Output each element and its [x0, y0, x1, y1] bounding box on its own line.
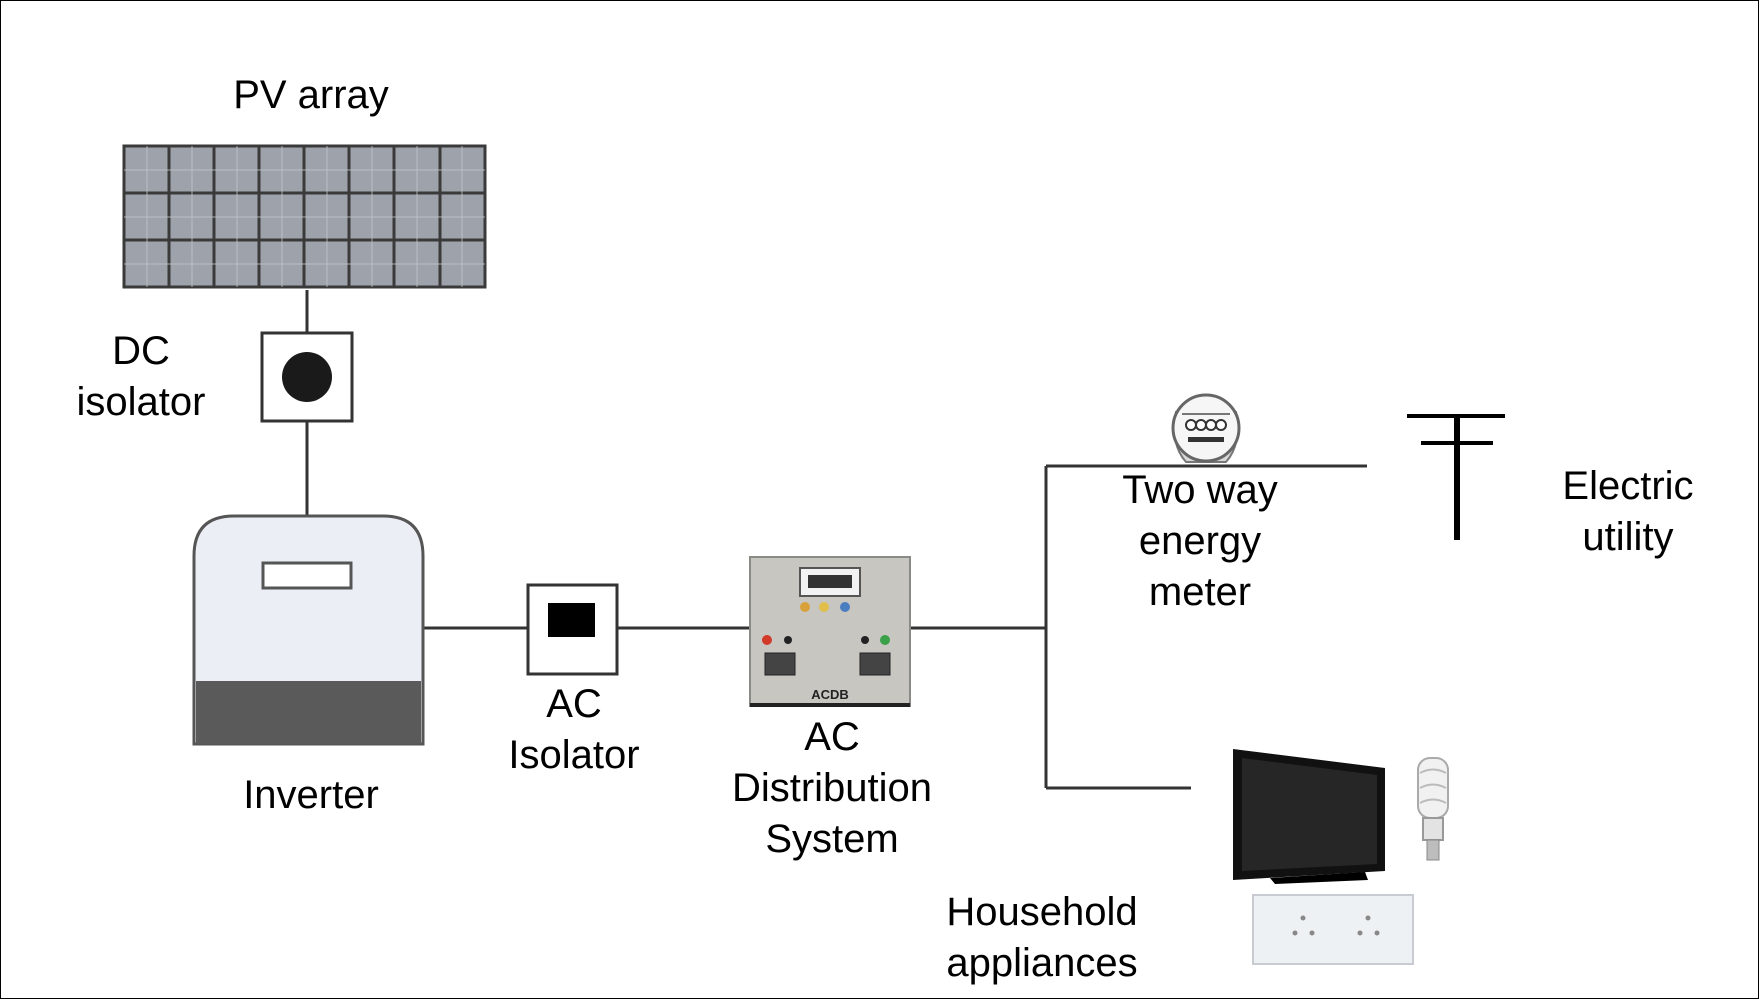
- wires: [305, 290, 1367, 790]
- ac-distribution-label-line2: Distribution: [732, 766, 932, 810]
- dc-isolator-label-line2: isolator: [77, 380, 206, 424]
- electric-utility-label-line1: Electric: [1562, 464, 1693, 508]
- wall-socket-icon: [1252, 894, 1414, 965]
- acdb-panel-text: ACDB: [811, 687, 849, 702]
- household-label-line1: Household: [946, 890, 1137, 934]
- ac-isolator-label-line2: Isolator: [508, 733, 639, 777]
- household-label-line2: appliances: [946, 941, 1137, 985]
- cfl-bulb-icon: [1417, 757, 1449, 861]
- ac-isolator-label-line1: AC: [546, 682, 602, 726]
- inverter-icon: [192, 514, 425, 746]
- dc-isolator-label-line1: DC: [112, 329, 170, 373]
- electric-utility-label-line2: utility: [1582, 515, 1673, 559]
- energy-meter-label-line2: energy: [1139, 519, 1261, 563]
- energy-meter-icon: [1171, 393, 1241, 463]
- solar-panel-icon: [122, 144, 487, 289]
- ac-distribution-label-line3: System: [765, 817, 898, 861]
- inverter-label: Inverter: [243, 773, 379, 817]
- household-appliances-icon: [1233, 749, 1449, 965]
- utility-pole-icon: [1407, 414, 1505, 540]
- energy-meter-label-line1: Two way: [1122, 468, 1278, 512]
- dc-isolator-icon: [260, 331, 354, 423]
- acdb-panel-icon: ACDB: [749, 556, 911, 707]
- pv-array-label: PV array: [233, 73, 389, 117]
- television-icon: [1233, 749, 1385, 884]
- ac-distribution-label-line1: AC: [804, 715, 860, 759]
- ac-isolator-icon: [526, 583, 619, 676]
- energy-meter-label-line3: meter: [1149, 570, 1251, 614]
